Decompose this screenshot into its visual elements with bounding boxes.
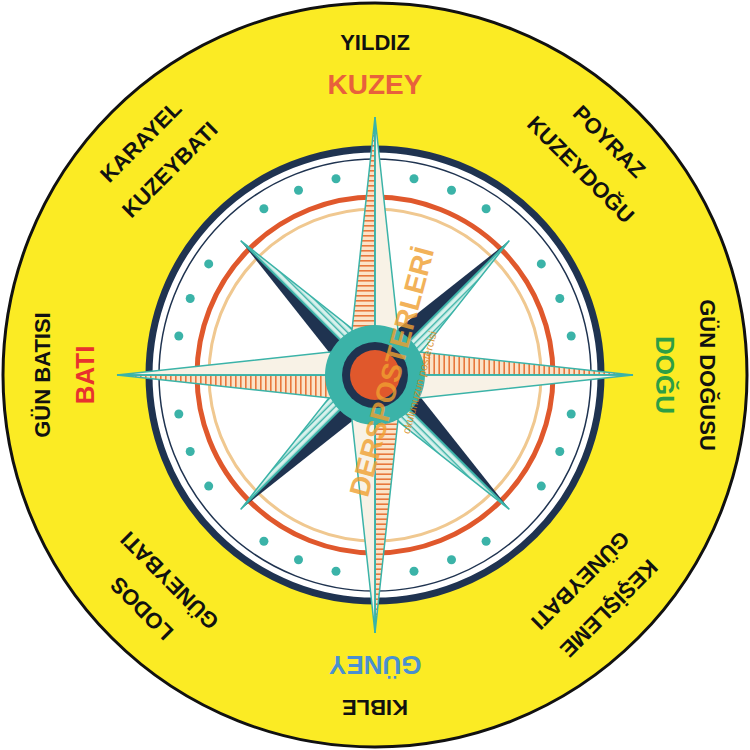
direction-name: KUZEY xyxy=(328,71,423,99)
dial-dot xyxy=(259,204,268,213)
direction-name: BATI xyxy=(72,346,98,405)
dial-dot xyxy=(567,410,576,419)
dial-dot xyxy=(537,482,546,491)
wind-name: KIBLE xyxy=(342,696,408,718)
dial-dot xyxy=(555,294,564,303)
dial-dot xyxy=(555,447,564,456)
dial-dot xyxy=(482,537,491,546)
dial-dot xyxy=(259,537,268,546)
dial-dot xyxy=(174,332,183,341)
main-points xyxy=(117,117,633,633)
direction-name: DOĞU xyxy=(652,336,678,414)
outer-ring xyxy=(3,3,747,747)
dial-dot xyxy=(204,259,213,268)
wind-name: GÜN BATISI xyxy=(32,312,54,437)
dial-dot xyxy=(186,447,195,456)
dial-dot xyxy=(332,174,341,183)
wind-name: YILDIZ xyxy=(340,32,410,54)
dial-dot xyxy=(186,294,195,303)
dial-dot xyxy=(294,186,303,195)
dial-dot xyxy=(410,567,419,576)
dial-dot xyxy=(537,259,546,268)
dial-dot xyxy=(447,555,456,564)
dial-dot xyxy=(332,567,341,576)
dial-dot xyxy=(447,186,456,195)
dial-dot xyxy=(204,482,213,491)
dial-dot xyxy=(410,174,419,183)
dial-dot xyxy=(567,332,576,341)
dial-dot xyxy=(174,410,183,419)
wind-name: GÜN DOĞUSU xyxy=(696,299,718,451)
dial-dot xyxy=(294,555,303,564)
dial-dot xyxy=(482,204,491,213)
direction-name: GÜNEY xyxy=(329,652,421,678)
